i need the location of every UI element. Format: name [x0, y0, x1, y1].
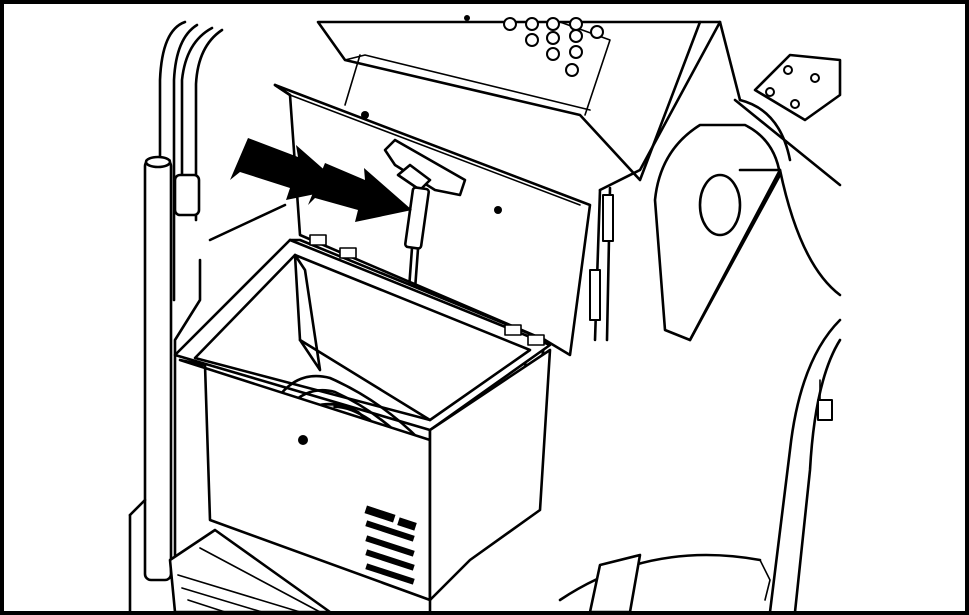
indicator-arrows [230, 138, 412, 222]
handrail [143, 20, 224, 582]
arrow-upper [230, 138, 345, 200]
right-lower-structure [558, 20, 842, 614]
compartment-lid [273, 83, 592, 357]
step-plate [168, 528, 332, 614]
boom-bracket [653, 20, 842, 342]
control-panel-buttons [464, 15, 604, 77]
mounting-plate [753, 53, 842, 122]
panel-hinges [589, 194, 614, 321]
arrow-lower [308, 163, 412, 222]
left-body-panel [128, 203, 287, 614]
warning-decal [364, 505, 417, 585]
storage-compartment [173, 234, 552, 614]
